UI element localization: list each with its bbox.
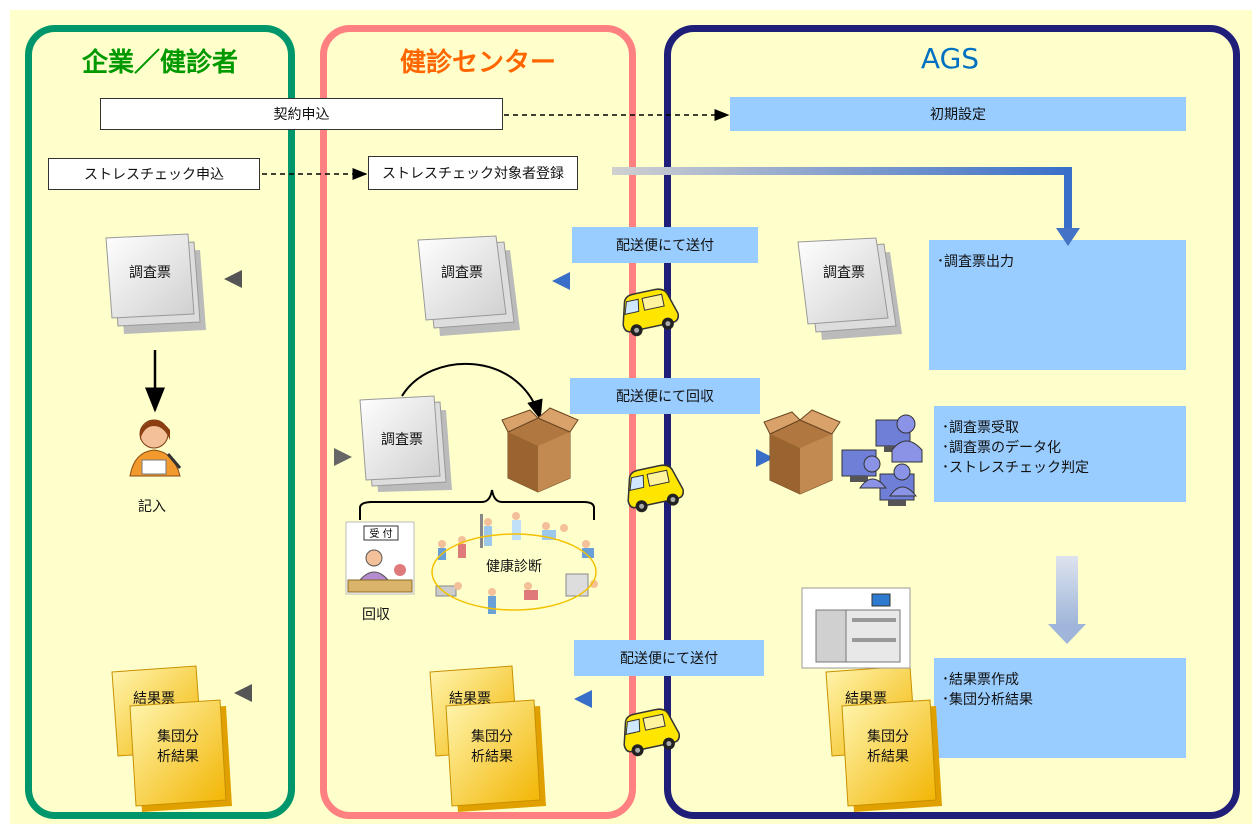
cardboard-box-icon xyxy=(763,409,841,495)
delivery-truck-icon xyxy=(616,285,682,340)
delivery-truck-icon xyxy=(617,705,683,760)
stress-apply-box: ストレスチェック申込 xyxy=(48,158,260,190)
group-label-company-2: 析結果 xyxy=(157,749,199,765)
contract-box: 契約申込 xyxy=(100,98,503,130)
survey-doc-ags xyxy=(797,237,902,340)
result-docs-center xyxy=(429,665,546,812)
result-docs-company xyxy=(111,665,232,812)
health-check-people-icon xyxy=(431,512,598,614)
computer-users-icon xyxy=(841,414,923,506)
arrow-process-to-result xyxy=(1056,556,1078,626)
person-writing-icon xyxy=(129,419,182,477)
ags-task-result-line-2: ･集団分析結果 xyxy=(942,692,1033,708)
health-check-brace xyxy=(359,489,595,520)
delivery-send-label-1: 配送便にて送付 xyxy=(572,227,758,263)
ags-task-output: ･調査票出力 xyxy=(929,240,1186,370)
survey-label-center-2: 調査票 xyxy=(381,432,423,448)
health-check-label: 健康診断 xyxy=(486,559,542,575)
survey-label-center-1: 調査票 xyxy=(441,265,483,281)
ags-task-process-line-3: ･ストレスチェック判定 xyxy=(942,460,1089,476)
group-label-center-2: 析結果 xyxy=(471,749,513,765)
delivery-collect-label: 配送便にて回収 xyxy=(570,378,760,414)
ags-task-process: ･調査票受取 ･調査票のデータ化 ･ストレスチェック判定 xyxy=(934,406,1186,502)
delivery-send-label-2: 配送便にて送付 xyxy=(574,640,764,676)
survey-doc-company xyxy=(105,233,206,334)
ags-task-output-line-1: ･調査票出力 xyxy=(937,254,1014,270)
delivery-truck-icon xyxy=(621,461,687,516)
ags-task-result-line-1: ･結果票作成 xyxy=(942,672,1019,688)
fill-in-label: 記入 xyxy=(138,499,166,515)
initial-setup-box: 初期設定 xyxy=(730,97,1186,131)
survey-doc-center-1 xyxy=(417,235,520,336)
lane-ags xyxy=(664,25,1240,819)
ags-task-process-line-2: ･調査票のデータ化 xyxy=(942,440,1061,456)
lane-title-health-center: 健診センター xyxy=(399,48,556,78)
survey-label-company: 調査票 xyxy=(129,265,171,281)
arrow-register-to-output xyxy=(612,167,1072,232)
result-label-center: 結果票 xyxy=(449,691,491,707)
reception-sign-label: 受 付 xyxy=(369,527,392,540)
arrow-survey-to-box xyxy=(401,362,543,420)
reception-desk-icon: 受 付 xyxy=(345,521,415,595)
group-label-ags-1: 集団分 xyxy=(867,729,909,745)
result-label-company: 結果票 xyxy=(133,691,175,707)
group-label-ags-2: 析結果 xyxy=(867,749,909,765)
result-label-ags: 結果票 xyxy=(845,691,887,707)
lane-company xyxy=(25,25,295,819)
lane-title-ags: AGS xyxy=(920,42,980,75)
cardboard-box-icon xyxy=(501,407,579,493)
ags-task-process-line-1: ･調査票受取 xyxy=(942,420,1019,436)
printer-icon xyxy=(801,587,911,669)
collect-label: 回収 xyxy=(362,607,390,623)
lane-health-center xyxy=(320,25,636,819)
stress-register-box: ストレスチェック対象者登録 xyxy=(368,156,578,190)
group-label-company-1: 集団分 xyxy=(157,729,199,745)
survey-label-ags: 調査票 xyxy=(823,265,865,281)
survey-doc-center-2 xyxy=(359,395,452,492)
ags-task-result: ･結果票作成 ･集団分析結果 xyxy=(934,658,1186,758)
group-label-center-1: 集団分 xyxy=(471,729,513,745)
lane-title-company: 企業／健診者 xyxy=(81,48,238,78)
